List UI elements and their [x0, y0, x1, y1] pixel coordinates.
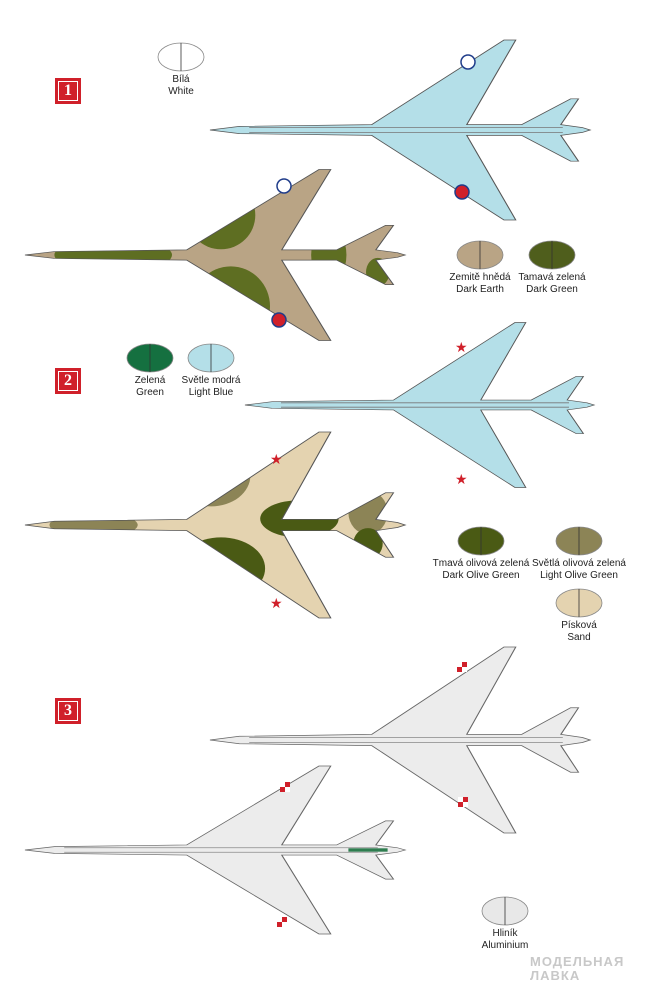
red-star-icon: ★ — [455, 339, 468, 355]
swatch-name-en: Light Olive Green — [540, 570, 618, 581]
checker-insignia — [280, 782, 290, 792]
scheme-number: 2 — [59, 372, 77, 390]
roundel-czech — [271, 312, 287, 328]
checker-insignia — [458, 797, 468, 807]
swatch-name-en: Dark Olive Green — [442, 570, 520, 581]
aircraft-2-topside — [24, 431, 406, 619]
aircraft-1-topside — [24, 168, 406, 342]
swatch-name-en: Green — [136, 387, 164, 398]
swatch-name-cz: Zemitě hnědá — [449, 272, 511, 283]
watermark: МОДЕЛЬНАЯ ЛАВКА — [530, 955, 624, 983]
swatch-name-cz: Hliník — [492, 928, 518, 939]
checker-insignia — [277, 917, 287, 927]
aircraft-3-topside — [24, 765, 406, 935]
swatch-name-en: Sand — [567, 632, 591, 643]
scheme-number: 3 — [59, 702, 77, 720]
scheme-badge-1: 1 — [55, 78, 81, 104]
swatch-name-cz: Tamavá zelená — [518, 272, 586, 283]
scheme-badge-2: 2 — [55, 368, 81, 394]
scheme-number: 1 — [59, 82, 77, 100]
red-star-icon: ★ — [270, 451, 283, 467]
roundel-czech — [276, 178, 292, 194]
swatch-name-cz: Světle modrá — [181, 375, 241, 386]
scheme-badge-3: 3 — [55, 698, 81, 724]
swatch-name-cz: Tmavá olivová zelená — [432, 558, 530, 569]
swatch-name-cz: Zelená — [134, 375, 166, 386]
watermark-line1: МОДЕЛЬНАЯ — [530, 954, 625, 969]
roundel-czech — [460, 54, 476, 70]
swatch-name-en: White — [168, 86, 194, 97]
red-star-icon: ★ — [455, 471, 468, 487]
watermark-line2: ЛАВКА — [530, 968, 581, 983]
swatch-name-cz: Písková — [561, 620, 597, 631]
red-star-icon: ★ — [270, 595, 283, 611]
aircraft-2-underside — [244, 321, 595, 489]
swatch-name-en: Dark Green — [526, 284, 578, 295]
roundel-czech — [454, 184, 470, 200]
aircraft-3-underside — [209, 646, 591, 834]
swatch-name-en: Light Blue — [188, 387, 234, 398]
aircraft-1-underside — [209, 39, 591, 221]
swatch-name-cz: Bílá — [172, 74, 190, 85]
swatch-name-en: Aluminium — [481, 940, 529, 951]
swatch-name-cz: Světlá olivová zelená — [532, 558, 626, 569]
checker-insignia — [457, 662, 467, 672]
swatch-name-en: Dark Earth — [456, 284, 504, 295]
